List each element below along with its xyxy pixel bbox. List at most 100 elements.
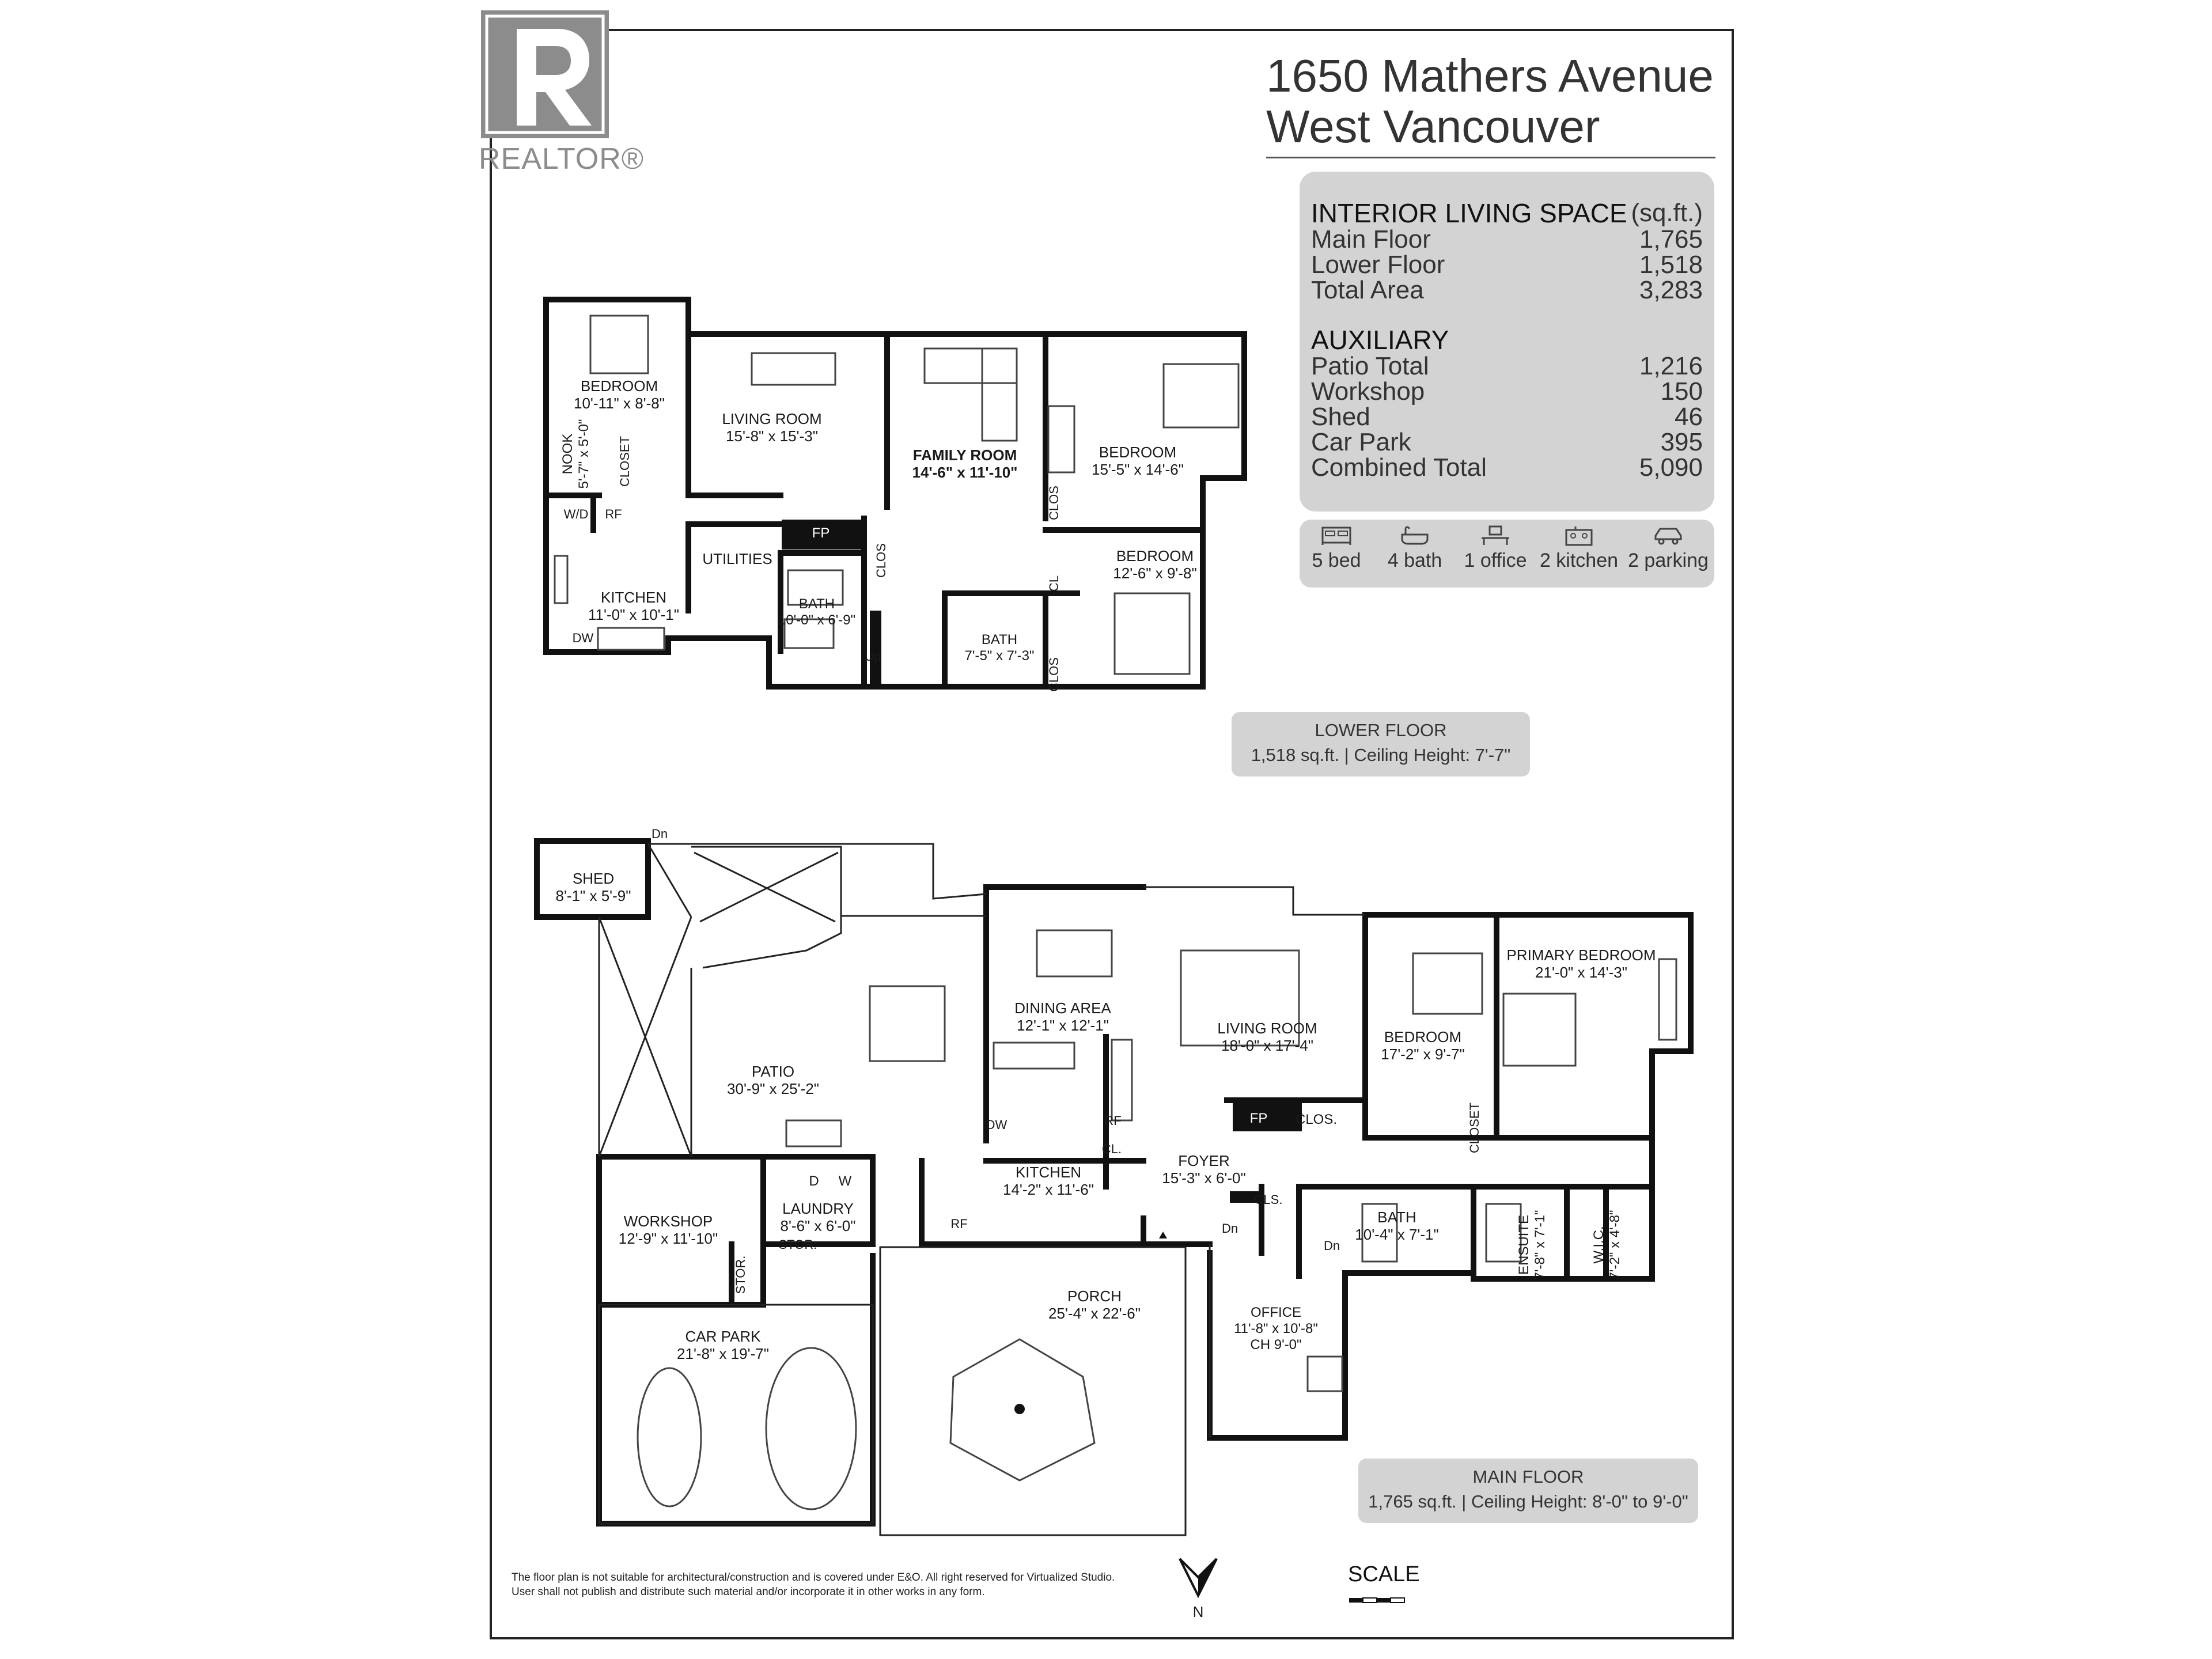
lower-floor-walls — [543, 297, 1247, 690]
lower-tag-label: CL — [1047, 575, 1061, 592]
bed-icon — [1321, 527, 1351, 545]
main-floor-title: MAIN FLOOR — [1472, 1467, 1584, 1487]
summary-row: Car Park 395 — [1311, 430, 1703, 455]
unit-label: (sq.ft.) — [1631, 199, 1703, 227]
main-floor-detail: 1,765 sq.ft. | Ceiling Height: 8'-0" to … — [1368, 1491, 1688, 1512]
compass-label: N — [1192, 1603, 1204, 1620]
row-label: Car Park — [1311, 428, 1411, 456]
scale-indicator: SCALE — [1348, 1562, 1420, 1612]
logo-r-icon — [481, 10, 609, 138]
kitchen-icon — [1565, 527, 1593, 546]
logo-text: REALTOR® — [479, 142, 645, 176]
main-tag-label: STOR. — [778, 1237, 817, 1252]
summary-row: Workshop 150 — [1311, 379, 1703, 404]
summary-row: Shed 46 — [1311, 404, 1703, 430]
lower-tag-label: W/D — [563, 507, 589, 521]
summary-row: Patio Total 1,216 — [1311, 354, 1703, 379]
lower-floor-furniture — [554, 315, 1240, 675]
row-value: 5,090 — [1639, 453, 1703, 482]
row-value: 395 — [1660, 428, 1703, 456]
scale-label: SCALE — [1348, 1562, 1420, 1586]
lower-tag-label: DW — [572, 631, 594, 645]
lower-tag-label: RF — [605, 507, 622, 521]
row-label: Combined Total — [1311, 453, 1487, 482]
row-value: 1,765 — [1639, 225, 1703, 253]
feature-label: 5 bed — [1312, 550, 1361, 571]
summary-row: Combined Total 5,090 — [1311, 455, 1703, 480]
main-floor-furniture — [637, 929, 1677, 1510]
auxiliary-heading: AUXILIARY — [1311, 325, 1449, 355]
auxiliary-heading-row: AUXILIARY — [1311, 327, 1703, 353]
row-value: 1,518 — [1639, 251, 1703, 279]
main-floor-label: MAIN FLOOR 1,765 sq.ft. | Ceiling Height… — [1358, 1459, 1698, 1523]
lower-tag-label: CLOS — [1047, 486, 1061, 520]
main-tag-label: RF — [950, 1217, 968, 1231]
lower-tag-label: CLOS — [874, 543, 888, 578]
feature-icons: 5 bed 4 bath 1 office 2 kitchen 2 pa — [1300, 520, 1714, 588]
compass: N — [1175, 1554, 1221, 1620]
summary-row: Lower Floor 1,518 — [1311, 252, 1703, 278]
feature-bed: 5 bed — [1308, 524, 1365, 572]
row-label: Total Area — [1311, 276, 1424, 304]
lower-tag-label: FP — [812, 525, 830, 541]
main-floor-walls — [534, 838, 1694, 1527]
main-tag-label: Dn — [1323, 1238, 1340, 1253]
main-room-label: W.I.C.7'-2" x 4'-8" — [1591, 1210, 1623, 1280]
feature-office: 1 office — [1455, 524, 1536, 572]
area-summary-panel: INTERIOR LIVING SPACE (sq.ft.) Main Floo… — [1300, 172, 1714, 512]
main-tag-label: CLS. — [1254, 1192, 1283, 1207]
main-tag-label: RF — [1104, 1113, 1122, 1128]
row-value: 46 — [1675, 403, 1703, 431]
row-value: 3,283 — [1639, 276, 1703, 304]
feature-kitchen: 2 kitchen — [1536, 524, 1622, 572]
summary-row: Main Floor 1,765 — [1311, 227, 1703, 252]
main-tag-label: Dn — [1221, 1221, 1238, 1236]
disclaimer: The floor plan is not suitable for archi… — [512, 1571, 1115, 1598]
logo-mark — [481, 10, 609, 138]
lower-room-label: UTILITIES — [702, 550, 772, 567]
lower-tag-label: CLOS — [1047, 657, 1061, 692]
main-tag-label: D — [809, 1173, 819, 1189]
row-label: Shed — [1311, 403, 1370, 431]
lower-tag-label: CLOSET — [618, 435, 632, 487]
main-tag-label: CL. — [1101, 1142, 1122, 1156]
row-value: 1,216 — [1639, 352, 1703, 380]
lower-tag-label: Up — [864, 649, 881, 664]
row-label: Lower Floor — [1311, 251, 1445, 279]
main-tag-label: DW — [986, 1118, 1007, 1132]
feature-label: 2 parking — [1628, 550, 1709, 571]
bath-icon — [1401, 526, 1429, 545]
main-tag-label: CLOSET — [1467, 1102, 1482, 1154]
interior-heading-row: INTERIOR LIVING SPACE (sq.ft.) — [1311, 200, 1703, 226]
office-icon — [1482, 525, 1509, 545]
feature-bath: 4 bath — [1380, 524, 1449, 572]
row-value: 150 — [1660, 377, 1703, 406]
north-arrow-icon — [1179, 1558, 1218, 1599]
address-divider — [1266, 157, 1715, 158]
lower-fp-block — [782, 520, 862, 550]
page-frame — [490, 29, 1734, 1639]
main-tag-label: Dn — [651, 827, 668, 841]
feature-label: 2 kitchen — [1539, 550, 1619, 571]
